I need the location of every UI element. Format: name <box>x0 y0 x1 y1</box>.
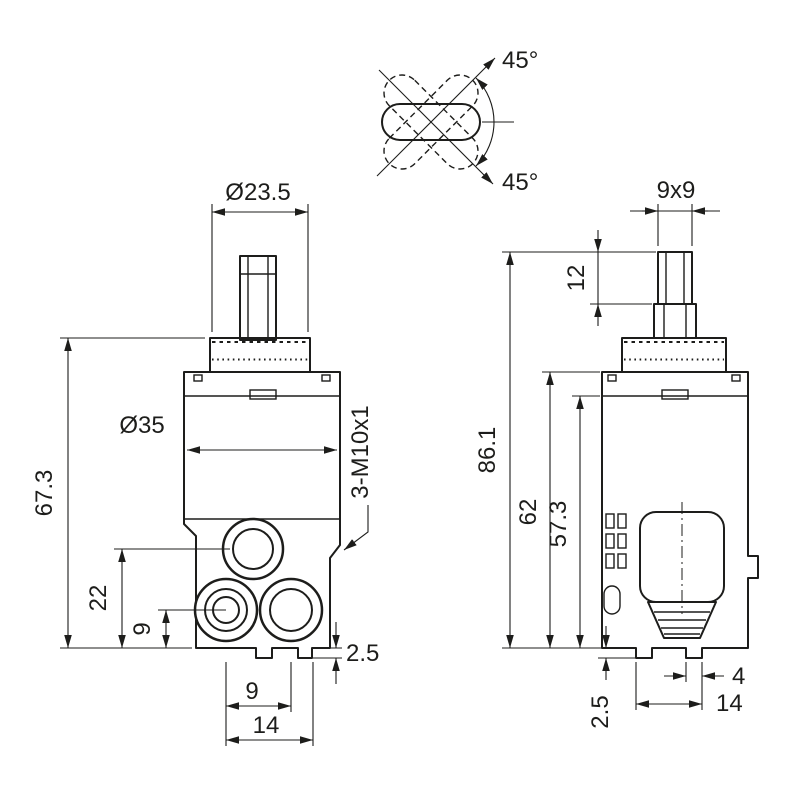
vent-window-side <box>661 389 689 400</box>
thread-callout-label: 3-M10x1 <box>347 405 374 498</box>
dim-overall-height-side: 86.1 <box>474 251 656 649</box>
stem-square-label: 9x9 <box>657 177 696 204</box>
knurled-ring <box>209 337 311 373</box>
dim-foot-height-side: 2.5 <box>587 626 635 729</box>
port-top-inner <box>232 528 274 570</box>
foot-height-front-label: 2.5 <box>346 640 379 667</box>
side-oval-slot <box>603 585 621 615</box>
flange-tab-right <box>321 374 331 382</box>
dim-lower-body-height: 57.3 <box>545 395 600 648</box>
port-right-inner <box>269 588 313 632</box>
bottom-funnel <box>647 601 717 639</box>
side-view <box>601 251 759 659</box>
dim-foot-height-front: 2.5 <box>313 622 379 684</box>
overall-height-side-label: 86.1 <box>474 427 501 474</box>
axis-cw <box>378 69 494 185</box>
foot-height-side-label: 2.5 <box>587 695 614 728</box>
inlet-center-height-label: 22 <box>85 585 112 612</box>
angle-down-label: 45° <box>502 169 538 196</box>
foot-span-label: 14 <box>716 690 743 717</box>
body-outline <box>183 371 341 659</box>
dim-body-diameter: Ø35 <box>119 412 337 454</box>
dim-overall-height: 67.3 <box>31 337 205 649</box>
angle-arc-down <box>475 121 495 167</box>
stem-outline <box>239 255 277 341</box>
flange-tab-right-side <box>731 374 741 382</box>
collar-diameter-label: Ø23.5 <box>225 179 290 206</box>
stem-square-outline <box>657 251 693 305</box>
inlet-spacing-label: 9 <box>245 678 258 705</box>
vent-window <box>249 389 277 400</box>
foot-width-label: 4 <box>732 663 745 690</box>
dim-collar-diameter: Ø23.5 <box>211 179 309 332</box>
dim-inlet-spacing: 9 <box>225 662 292 746</box>
stem-height-label: 12 <box>563 265 590 292</box>
dim-upper-body-height: 62 <box>515 371 600 648</box>
knurled-ring-side <box>621 337 727 373</box>
stem-square-detail <box>665 252 685 304</box>
stem-lower-outline <box>653 303 697 339</box>
stem-detail-lines <box>240 256 276 340</box>
dim-thread-callout: 3-M10x1 <box>343 405 374 551</box>
dim-inlet-center-height: 22 <box>85 548 230 648</box>
stem-position-center <box>381 103 481 141</box>
side-slots <box>603 513 627 615</box>
rotation-detail-view: 45° 45° <box>376 47 538 196</box>
dim-stem-height: 12 <box>563 230 652 326</box>
stem-lower-detail <box>663 304 687 338</box>
inlet-lower-height-label: 9 <box>129 622 156 635</box>
flange-tab-left-side <box>607 374 617 382</box>
side-view-dimensions: 9x9 12 86.1 62 57.3 <box>474 177 745 729</box>
dim-inlet-lower-height: 9 <box>129 609 226 648</box>
ring-outline-side <box>621 337 727 373</box>
axis-ccw <box>376 57 496 177</box>
overall-height-label: 67.3 <box>31 470 58 517</box>
ring-outline <box>209 337 311 373</box>
flange-tab-left <box>193 374 203 382</box>
upper-body-height-label: 62 <box>515 499 542 526</box>
front-view-dimensions: Ø23.5 Ø35 67.3 22 9 2.5 <box>31 179 379 746</box>
lower-body-height-label: 57.3 <box>545 501 572 548</box>
dim-foot-width: 4 <box>664 662 745 710</box>
angle-up-label: 45° <box>502 47 538 74</box>
angle-arc-up <box>475 77 495 123</box>
front-view <box>183 255 341 659</box>
dim-foot-span: 14 <box>635 662 743 717</box>
dim-inlet-span: 14 <box>226 662 314 746</box>
inlet-span-label: 14 <box>253 712 280 739</box>
inlet-ports <box>193 517 324 643</box>
dim-stem-square: 9x9 <box>630 177 720 246</box>
body-diameter-label: Ø35 <box>119 412 164 439</box>
